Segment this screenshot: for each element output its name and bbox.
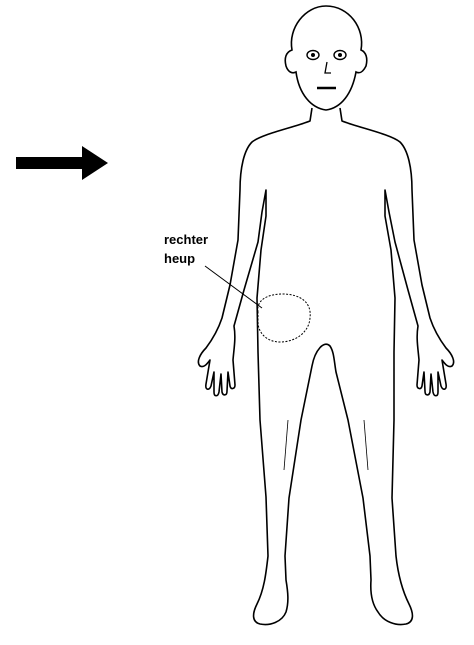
body-outline: [198, 108, 453, 625]
right-leg-detail: [364, 420, 368, 470]
right-eye: [334, 51, 346, 60]
nose: [325, 62, 331, 73]
hip-label-line-1: rechter: [164, 230, 208, 249]
head-outline: [285, 6, 367, 110]
hip-marker-ellipse: [258, 294, 310, 342]
hip-label: rechter heup: [164, 230, 208, 268]
hip-label-line-2: heup: [164, 249, 208, 268]
arrow-right-icon: [16, 146, 108, 180]
leader-line: [205, 266, 262, 308]
left-eye: [307, 51, 319, 60]
left-leg-detail: [284, 420, 288, 470]
